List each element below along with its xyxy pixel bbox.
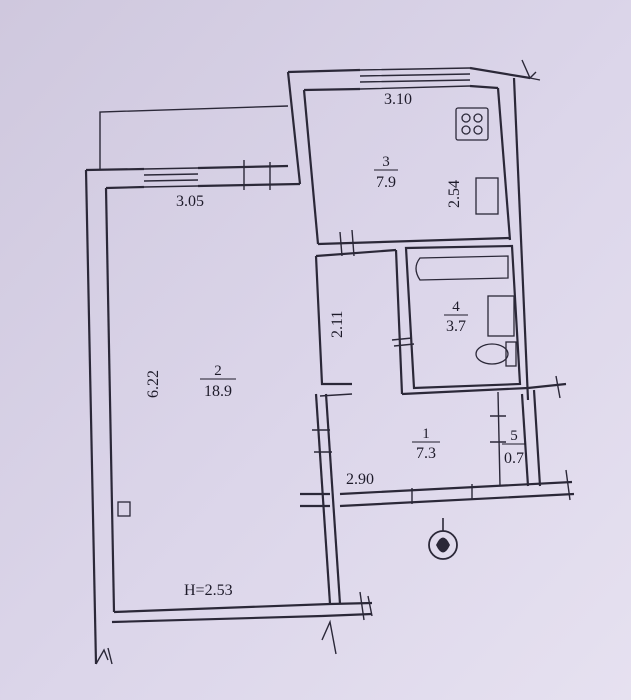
room-label-5: 5 0.7	[502, 428, 526, 467]
svg-text:2: 2	[214, 363, 222, 379]
ceiling-height-label: H=2.53	[184, 582, 233, 599]
kitchen-north-wall	[287, 68, 361, 74]
kitchen-window	[359, 67, 471, 90]
walls	[84, 59, 575, 665]
svg-text:4: 4	[452, 299, 460, 315]
living-room-south-wall	[113, 602, 331, 614]
hall-south-wall	[300, 480, 573, 496]
room-label-2: 2 18.9	[200, 363, 236, 400]
kitchen-width-label: 3.10	[384, 91, 412, 108]
living-room-radiator-icon	[117, 501, 131, 517]
room-label-1: 1 7.3	[412, 426, 440, 462]
living-depth-label: 6.22	[145, 370, 162, 398]
bathroom-sink-icon	[487, 295, 515, 337]
svg-text:7.3: 7.3	[416, 445, 436, 462]
corridor-west-wall	[314, 255, 352, 386]
corridor-depth-label: 2.11	[329, 311, 346, 338]
svg-text:5: 5	[510, 428, 518, 444]
svg-text:0.7: 0.7	[504, 450, 524, 467]
svg-text:1: 1	[422, 426, 430, 442]
entrance-icon	[428, 518, 458, 560]
kitchen-sink-icon	[475, 177, 499, 215]
toilet-icon	[475, 343, 509, 365]
kitchen-depth-label: 2.54	[446, 180, 463, 208]
hall-west-partition	[314, 393, 332, 605]
fixtures	[117, 107, 517, 517]
svg-text:18.9: 18.9	[204, 383, 232, 400]
living-room-west-wall	[84, 169, 98, 665]
svg-text:3.7: 3.7	[446, 318, 466, 335]
room-label-3: 3 7.9	[374, 154, 398, 191]
living-width-label: 3.05	[176, 193, 204, 210]
svg-text:7.9: 7.9	[376, 174, 396, 191]
closet-walls	[520, 393, 530, 487]
corridor-east-wall	[394, 249, 404, 395]
kitchen-west-wall	[286, 71, 302, 185]
kitchen-east-wall	[496, 87, 512, 241]
balcony-outline	[99, 105, 289, 170]
room-label-4: 4 3.7	[444, 299, 468, 335]
bathtub-icon	[415, 255, 509, 281]
living-room-north-wall	[85, 167, 145, 172]
svg-text:3: 3	[382, 154, 390, 170]
stove-icon	[455, 107, 489, 141]
bathroom-walls	[404, 244, 522, 390]
living-room-window	[143, 167, 199, 188]
kitchen-south-wall	[317, 236, 511, 246]
hall-width-label: 2.90	[346, 471, 374, 488]
